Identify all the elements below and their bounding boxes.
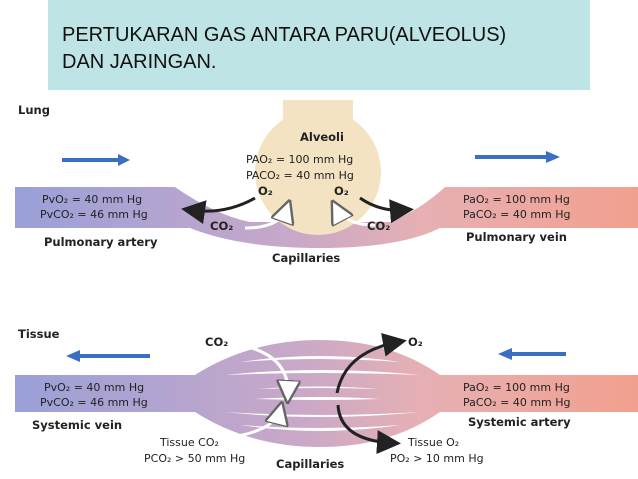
co2-right-label: CO₂ [367,219,390,233]
tissue-co2-arrow [231,410,280,439]
flow-arrow-right-2-head [546,151,560,163]
title-banner: PERTUKARAN GAS ANTARA PARU(ALVEOLUS) DAN… [48,0,590,90]
co2-top-label: CO₂ [205,335,228,349]
lung-label: Lung [18,103,50,117]
systemic-vein-po2: PvO₂ = 40 mm Hg [44,381,144,394]
alveoli-label: Alveoli [300,130,344,144]
flow-arrow-left-head [66,350,80,362]
co2-top-arrow [239,343,288,395]
systemic-vein-pco2: PvCO₂ = 46 mm Hg [40,396,148,409]
pulmonary-vessel [15,187,638,248]
o2-top-label: O₂ [408,335,423,349]
systemic-vein-label: Systemic vein [32,418,122,432]
pulmonary-artery-pco2: PvCO₂ = 46 mm Hg [40,208,148,221]
flow-arrow-right-head [118,154,130,166]
o2-right-arrow [359,196,414,224]
tissue-pco2: PCO₂ > 50 mm Hg [144,452,245,465]
systemic-artery-label: Systemic artery [468,415,571,429]
co2-right-arrow [336,208,376,225]
alveolar-pco2: PACO₂ = 40 mm Hg [246,169,354,182]
o2-top-arrow [335,332,407,394]
slide-title: PERTUKARAN GAS ANTARA PARU(ALVEOLUS) DAN… [62,22,506,76]
flow-arrow-left-2-head [498,348,512,360]
co2-left-arrow [244,208,287,230]
systemic-artery-po2: PaO₂ = 100 mm Hg [463,381,570,394]
pulmonary-vein-pco2: PaCO₂ = 40 mm Hg [463,208,571,221]
o2-right-label: O₂ [334,184,349,198]
title-line-2: DAN JARINGAN. [62,51,217,73]
tissue-label: Tissue [18,327,60,341]
tissue-capillaries-label: Capillaries [276,457,344,471]
lung-diagram: Lung Alveoli PAO₂ = 100 mm Hg PACO₂ = 40… [15,100,638,265]
o2-left-arrow [181,196,256,224]
pulmonary-vein-label: Pulmonary vein [466,230,567,244]
o2-left-label: O₂ [258,184,273,198]
alveolar-po2: PAO₂ = 100 mm Hg [246,153,353,166]
tissue-po2: PO₂ > 10 mm Hg [390,452,484,465]
tissue-co2-label: Tissue CO₂ [159,436,219,449]
tissue-o2-arrow [336,404,401,455]
systemic-artery-pco2: PaCO₂ = 40 mm Hg [463,396,571,409]
title-line-1: PERTUKARAN GAS ANTARA PARU(ALVEOLUS) [62,24,507,46]
systemic-vessel [15,340,638,447]
tissue-o2-label: Tissue O₂ [407,436,459,449]
lung-capillaries-label: Capillaries [272,251,340,265]
tissue-diagram: Tissue CO₂ O₂ PvO₂ = 40 mm Hg PvCO₂ = 46… [15,327,638,471]
pulmonary-vein-po2: PaO₂ = 100 mm Hg [463,193,570,206]
pulmonary-artery-label: Pulmonary artery [44,235,158,249]
co2-left-label: CO₂ [210,219,233,233]
pulmonary-artery-po2: PvO₂ = 40 mm Hg [42,193,142,206]
